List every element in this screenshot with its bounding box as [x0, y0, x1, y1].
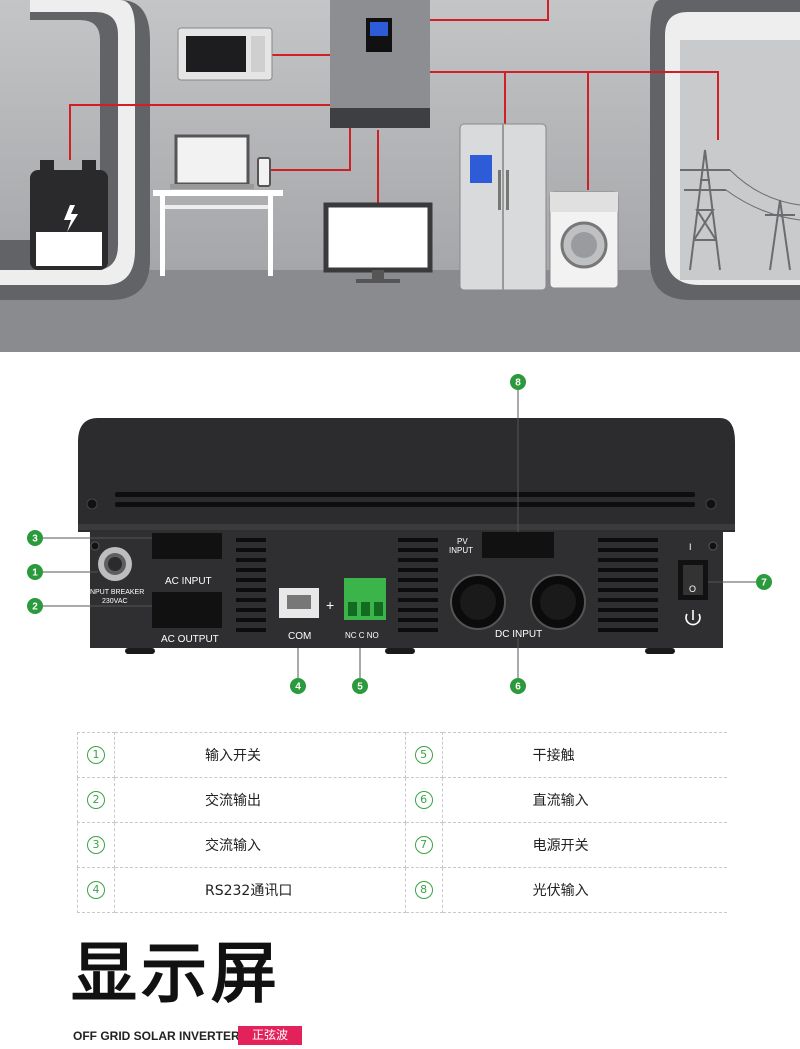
laptop-desk-icon: [153, 134, 283, 276]
svg-text:6: 6: [515, 682, 521, 693]
legend-num: 3: [86, 836, 105, 854]
ac-input-label: AC INPUT: [165, 576, 212, 587]
legend-text: 交流输出: [114, 777, 406, 823]
legend-text: 光伏输入: [442, 867, 727, 913]
legend-num: 2: [86, 791, 105, 809]
sine-wave-badge: 正弦波: [238, 1026, 302, 1045]
marker-6: 6: [510, 678, 526, 694]
dc-input-label: DC INPUT: [495, 629, 542, 640]
svg-text:8: 8: [515, 378, 521, 389]
legend-row: 3 交流输入 7 电源开关: [77, 822, 727, 868]
refrigerator-icon: [459, 123, 547, 291]
svg-text:7: 7: [761, 578, 767, 589]
legend-num: 5: [414, 746, 433, 764]
marker-5: 5: [352, 678, 368, 694]
legend-num: 8: [414, 881, 433, 899]
ac-input-port: [152, 533, 222, 559]
microwave-icon: [177, 27, 273, 81]
legend-num: 7: [414, 836, 433, 854]
ac-output-port: [152, 592, 222, 628]
left-wall-frame: [0, 0, 150, 300]
device-top-cover: [78, 418, 735, 532]
marker-4: 4: [290, 678, 306, 694]
marker-7: 7: [756, 574, 772, 590]
vent-grille: [236, 538, 658, 632]
battery-icon: [30, 160, 108, 270]
marker-1: 1: [27, 564, 43, 580]
svg-text:1: 1: [32, 568, 38, 579]
inverter-rear-panel: INPUT BREAKER 230VAC AC INPUT AC OUTPUT …: [0, 352, 800, 722]
legend-row: 1 输入开关 5 干接触: [77, 732, 727, 778]
switch-on-label: I: [689, 542, 692, 552]
com-label: COM: [288, 631, 311, 642]
monitor-icon: [323, 202, 433, 283]
breaker-label-2: 230VAC: [102, 598, 128, 605]
power-icon: [685, 610, 701, 626]
svg-text:3: 3: [32, 534, 38, 545]
legend-num: 6: [414, 791, 433, 809]
breaker-label-1: INPUT BREAKER: [88, 589, 144, 596]
pv-label-1: PV: [457, 537, 468, 546]
washing-machine-icon: [549, 191, 619, 289]
legend-text: 干接触: [442, 732, 727, 778]
svg-text:5: 5: [357, 682, 363, 693]
section-title: 显示屏: [71, 935, 281, 1012]
pv-label-2: INPUT: [449, 546, 473, 555]
marker-3: 3: [27, 530, 43, 546]
legend-num: 4: [86, 881, 105, 899]
component-legend-table: 1 输入开关 5 干接触 2 交流输出 6 直流输入 3 交流输入 7 电源开关…: [77, 732, 727, 913]
ac-output-label: AC OUTPUT: [161, 634, 219, 645]
legend-text: RS232通讯口: [114, 867, 406, 913]
legend-text: 交流输入: [114, 822, 406, 868]
section-subtitle: OFF GRID SOLAR INVERTER: [73, 1029, 240, 1043]
legend-text: 输入开关: [114, 732, 406, 778]
pv-input-port: [482, 532, 554, 558]
dry-contact-terminal: [344, 578, 386, 620]
marker-2: 2: [27, 598, 43, 614]
svg-text:4: 4: [295, 682, 301, 693]
legend-text: 直流输入: [442, 777, 727, 823]
legend-row: 4 RS232通讯口 8 光伏输入: [77, 867, 727, 913]
legend-text: 电源开关: [442, 822, 727, 868]
legend-num: 1: [86, 746, 105, 764]
legend-row: 2 交流输出 6 直流输入: [77, 777, 727, 823]
home-wiring-scene: [0, 0, 800, 352]
dry-contact-label: NC C NO: [345, 631, 379, 640]
power-tower-icon: [680, 149, 800, 271]
rear-panel-diagram: INPUT BREAKER 230VAC AC INPUT AC OUTPUT …: [27, 374, 772, 694]
switch-off-label: O: [689, 584, 696, 594]
inverter-icon: [330, 0, 430, 128]
input-breaker[interactable]: [98, 547, 132, 581]
marker-8: 8: [510, 374, 526, 390]
svg-text:2: 2: [32, 602, 38, 613]
hero-illustration: [0, 0, 800, 352]
plus-sign: +: [326, 597, 334, 613]
